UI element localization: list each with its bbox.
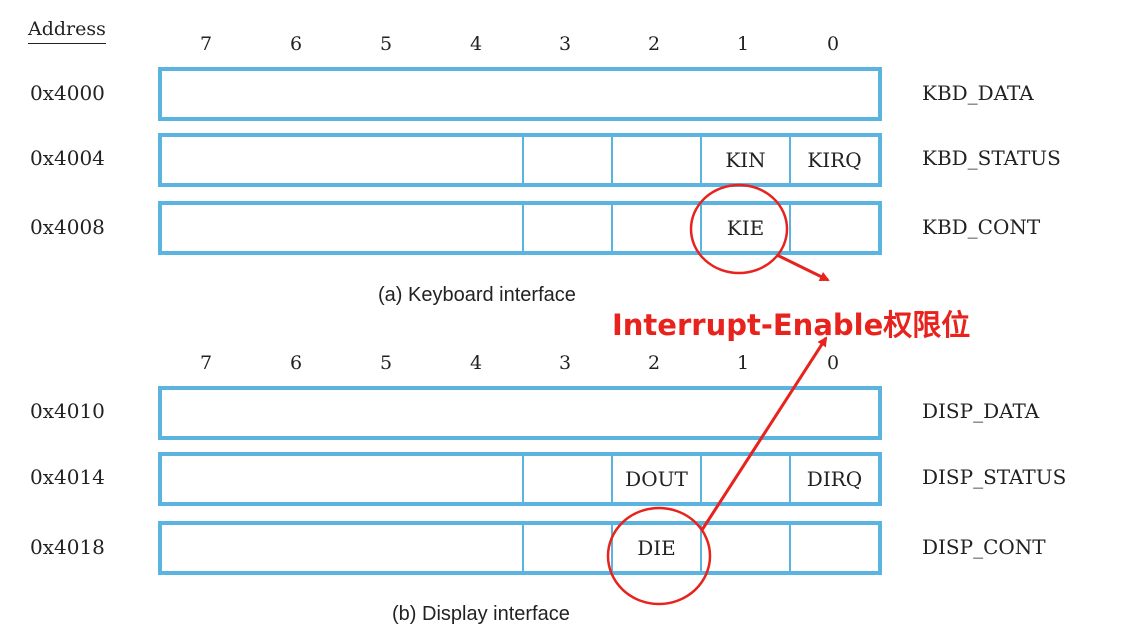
bit-divider xyxy=(611,525,613,571)
register-name: KBD_CONT xyxy=(922,215,1041,239)
register-address: 0x4018 xyxy=(30,535,105,559)
register-kbd-data xyxy=(158,67,882,121)
register-kbd-status: KIN KIRQ xyxy=(158,133,882,187)
highlight-circle-kie xyxy=(689,183,789,275)
bit-number-label: 4 xyxy=(469,33,483,55)
bit-divider xyxy=(789,137,791,183)
bit-number-label: 1 xyxy=(736,33,750,55)
interrupt-enable-annotation: Interrupt-Enable权限位 xyxy=(612,308,971,342)
bit-divider xyxy=(700,525,702,571)
bit-divider xyxy=(789,525,791,571)
bit-number-label: 0 xyxy=(826,33,840,55)
register-name: DISP_DATA xyxy=(922,399,1040,423)
register-disp-data xyxy=(158,386,882,440)
bit-divider xyxy=(700,137,702,183)
register-disp-status: DOUT DIRQ xyxy=(158,452,882,506)
register-disp-cont: DIE xyxy=(158,521,882,575)
keyboard-interface-caption: (a) Keyboard interface xyxy=(378,284,576,306)
bit-divider xyxy=(611,205,613,251)
bit-divider xyxy=(611,137,613,183)
bit-number-label: 1 xyxy=(736,352,750,374)
register-name: KBD_STATUS xyxy=(922,146,1061,170)
bit-divider xyxy=(700,456,702,502)
register-name: KBD_DATA xyxy=(922,81,1034,105)
bit-number-label: 2 xyxy=(647,33,661,55)
register-address: 0x4004 xyxy=(30,146,105,170)
bit-field-kie: KIE xyxy=(726,216,765,240)
bit-divider xyxy=(522,205,524,251)
bit-number-label: 5 xyxy=(379,33,393,55)
bit-field-kin: KIN xyxy=(725,148,766,172)
bit-number-label: 6 xyxy=(289,352,303,374)
register-kbd-cont: KIE xyxy=(158,201,882,255)
bit-field-dirq: DIRQ xyxy=(806,467,863,491)
display-interface-caption: (b) Display interface xyxy=(392,603,570,625)
bit-number-label: 0 xyxy=(826,352,840,374)
bit-number-label: 2 xyxy=(647,352,661,374)
bit-number-label: 7 xyxy=(199,352,213,374)
bit-number-label: 7 xyxy=(199,33,213,55)
bit-divider xyxy=(522,137,524,183)
arrow-kie-to-annotation xyxy=(776,253,830,282)
bit-divider xyxy=(522,456,524,502)
bit-field-die: DIE xyxy=(637,536,676,560)
bit-number-label: 4 xyxy=(469,352,483,374)
register-address: 0x4008 xyxy=(30,215,105,239)
bit-divider xyxy=(700,205,702,251)
bit-number-label: 5 xyxy=(379,352,393,374)
bit-divider xyxy=(789,456,791,502)
bit-divider xyxy=(611,456,613,502)
bit-divider xyxy=(789,205,791,251)
register-address: 0x4010 xyxy=(30,399,105,423)
register-name: DISP_STATUS xyxy=(922,465,1067,489)
bit-number-label: 3 xyxy=(558,352,572,374)
register-address: 0x4000 xyxy=(30,81,105,105)
highlight-circle-die xyxy=(606,506,712,606)
bit-field-dout: DOUT xyxy=(625,467,688,491)
register-address: 0x4014 xyxy=(30,465,105,489)
bit-number-label: 3 xyxy=(558,33,572,55)
address-column-header: Address xyxy=(28,18,106,44)
bit-field-kirq: KIRQ xyxy=(807,148,862,172)
bit-number-label: 6 xyxy=(289,33,303,55)
arrow-die-to-annotation xyxy=(700,336,828,531)
bit-divider xyxy=(522,525,524,571)
register-name: DISP_CONT xyxy=(922,535,1046,559)
